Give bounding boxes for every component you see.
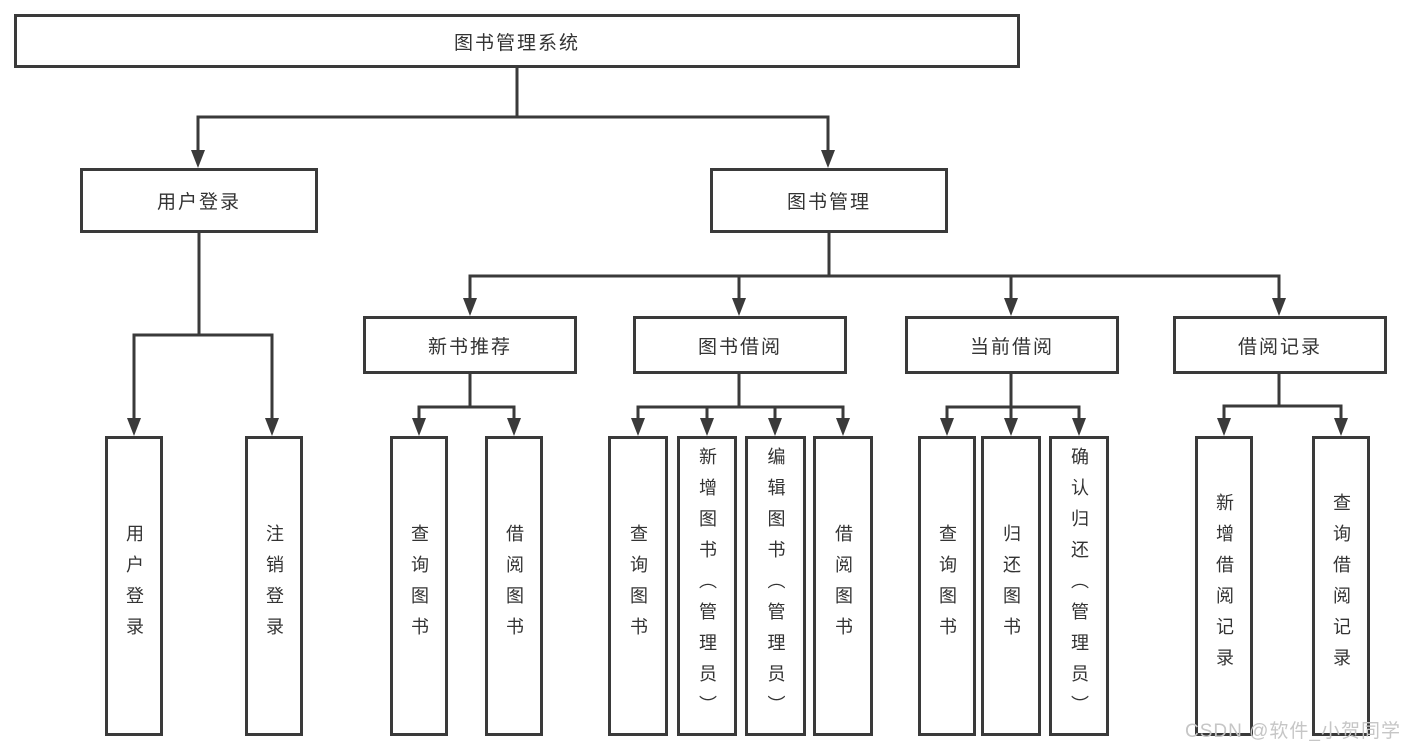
node-root: 图书管理系统 bbox=[14, 14, 1020, 68]
leaf-user-login-label: 用户登录 bbox=[124, 524, 144, 648]
node-current-borrow-label: 当前借阅 bbox=[969, 336, 1054, 358]
leaf-current-return-book: 归还图书 bbox=[981, 436, 1041, 736]
leaf-borrow-query-book-label: 查询图书 bbox=[628, 524, 648, 648]
node-user-login-label: 用户登录 bbox=[156, 192, 241, 213]
node-book-management-label: 图书管理 bbox=[786, 192, 871, 213]
node-book-management: 图书管理 bbox=[710, 168, 948, 233]
leaf-current-query-book: 查询图书 bbox=[918, 436, 976, 736]
leaf-borrow-borrow-book-label: 借阅图书 bbox=[833, 524, 853, 648]
leaf-borrow-edit-book-admin: 编辑图书（管理员） bbox=[745, 436, 806, 736]
leaf-current-query-book-label: 查询图书 bbox=[937, 524, 957, 648]
leaf-current-return-book-label: 归还图书 bbox=[1001, 524, 1021, 648]
node-book-borrow-label: 图书借阅 bbox=[697, 336, 782, 358]
connector-paths bbox=[132, 66, 1343, 420]
arrowheads bbox=[127, 150, 1348, 436]
leaf-borrow-borrow-book: 借阅图书 bbox=[813, 436, 873, 736]
leaf-recommend-borrow-book-label: 借阅图书 bbox=[504, 524, 524, 648]
node-user-login: 用户登录 bbox=[80, 168, 318, 233]
leaf-borrow-add-book-admin: 新增图书（管理员） bbox=[677, 436, 737, 736]
leaf-borrow-edit-book-admin-label: 编辑图书（管理员） bbox=[765, 446, 786, 726]
leaf-borrow-add-book-admin-label: 新增图书（管理员） bbox=[697, 446, 717, 726]
leaf-record-query-record-label: 查询借阅记录 bbox=[1331, 493, 1351, 679]
leaf-recommend-query-book: 查询图书 bbox=[390, 436, 448, 736]
leaf-current-confirm-return-admin-label: 确认归还（管理员） bbox=[1069, 446, 1089, 726]
leaf-recommend-query-book-label: 查询图书 bbox=[409, 524, 429, 648]
leaf-logout-login-label: 注销登录 bbox=[264, 524, 284, 648]
node-new-book-recommend-label: 新书推荐 bbox=[427, 336, 512, 358]
watermark: CSDN @软件_小贺同学 bbox=[1185, 721, 1401, 742]
leaf-record-query-record: 查询借阅记录 bbox=[1312, 436, 1370, 736]
node-borrow-record-label: 借阅记录 bbox=[1237, 336, 1322, 358]
node-book-borrow: 图书借阅 bbox=[633, 316, 847, 374]
leaf-current-confirm-return-admin: 确认归还（管理员） bbox=[1049, 436, 1109, 736]
leaf-record-add-record-label: 新增借阅记录 bbox=[1214, 493, 1234, 679]
node-borrow-record: 借阅记录 bbox=[1173, 316, 1387, 374]
leaf-borrow-query-book: 查询图书 bbox=[608, 436, 668, 736]
leaf-record-add-record: 新增借阅记录 bbox=[1195, 436, 1253, 736]
node-root-label: 图书管理系统 bbox=[453, 32, 580, 54]
node-new-book-recommend: 新书推荐 bbox=[363, 316, 577, 374]
node-current-borrow: 当前借阅 bbox=[905, 316, 1119, 374]
leaf-logout-login: 注销登录 bbox=[245, 436, 303, 736]
leaf-recommend-borrow-book: 借阅图书 bbox=[485, 436, 543, 736]
leaf-user-login: 用户登录 bbox=[105, 436, 163, 736]
